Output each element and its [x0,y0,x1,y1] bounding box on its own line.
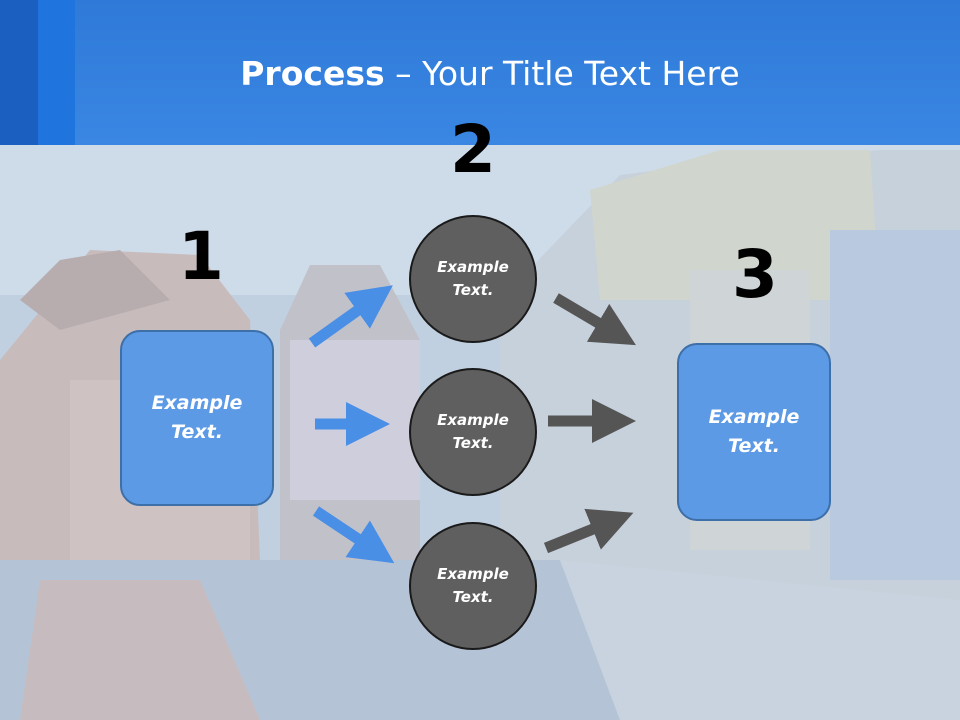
circle-text: Example Text. [437,563,509,609]
box-line: Example [708,406,800,428]
step-number-1: 1 [178,218,224,295]
circle-line: Text. [452,281,494,299]
step-3-box[interactable]: Example Text. [677,343,831,521]
step-number-3: 3 [732,236,778,313]
step-1-box-text: Example Text. [152,389,243,447]
step-3-box-text: Example Text. [709,403,800,461]
circle-text: Example Text. [437,256,509,302]
banner-stripe [0,0,38,145]
step-2-circle-bottom[interactable]: Example Text. [409,522,537,650]
title-bold: Process [240,54,385,93]
step-number-2: 2 [450,111,496,188]
arrow-to-circle-1 [308,285,393,348]
step-2-circle-top[interactable]: Example Text. [409,215,537,343]
box-line: Text. [171,421,223,443]
banner-stripe [38,0,75,145]
circle-line: Example [437,411,509,429]
step-1-box[interactable]: Example Text. [120,330,274,506]
slide-title: Process – Your Title Text Here [75,52,905,96]
arrow-from-circle-1 [553,293,636,346]
box-line: Example [151,392,243,414]
circle-text: Example Text. [437,409,509,455]
box-line: Text. [728,435,780,457]
title-rest: – Your Title Text Here [384,54,740,93]
circle-line: Example [437,258,509,276]
circle-line: Text. [452,588,494,606]
step-2-circle-middle[interactable]: Example Text. [409,368,537,496]
circle-line: Example [437,565,509,583]
title-banner [0,0,960,145]
circle-line: Text. [452,434,494,452]
arrow-from-circle-3 [543,508,634,554]
arrow-to-circle-3 [312,506,395,564]
